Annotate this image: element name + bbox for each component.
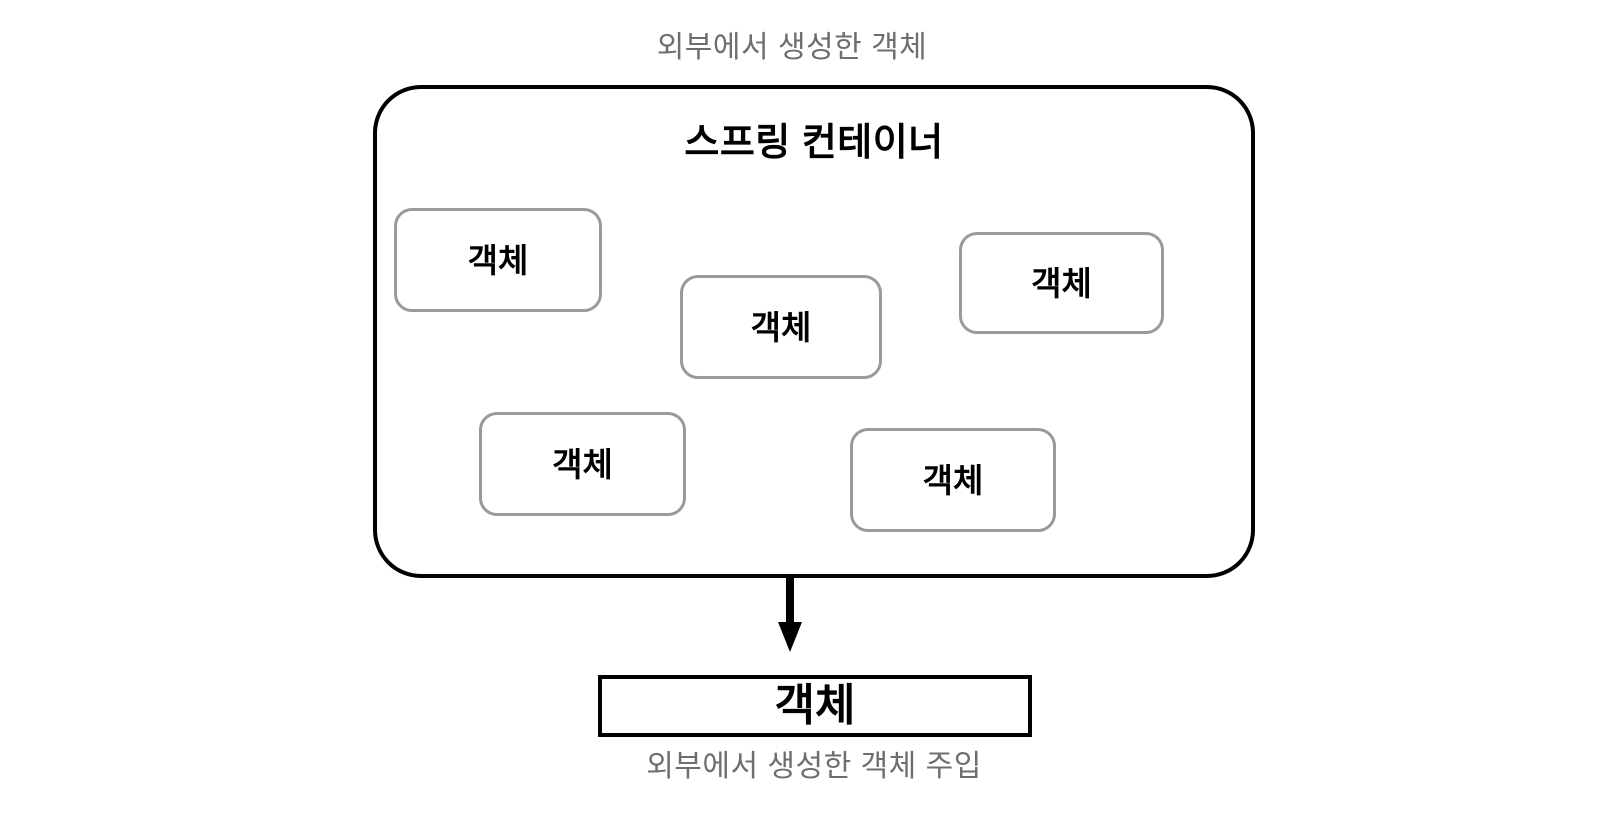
- down-arrow-icon: [778, 574, 802, 652]
- object-box: 객체: [394, 208, 602, 312]
- object-box-label: 객체: [922, 461, 984, 499]
- object-box: 객체: [959, 232, 1164, 334]
- object-box-label: 객체: [750, 308, 812, 346]
- object-box: 객체: [680, 275, 882, 379]
- object-box-label: 객체: [552, 445, 613, 483]
- bottom-caption: 외부에서 생성한 객체 주입: [646, 750, 982, 783]
- object-box-label: 객체: [467, 241, 529, 279]
- object-box: 객체: [850, 428, 1056, 532]
- external-object-box: 객체: [598, 675, 1032, 737]
- spring-container-box: 스프링 컨테이너 객체 객체 객체 객체 객체: [373, 85, 1255, 578]
- top-caption: 외부에서 생성한 객체: [656, 31, 928, 64]
- object-box-label: 객체: [1031, 264, 1092, 302]
- external-object-label: 객체: [774, 681, 856, 730]
- spring-container-title: 스프링 컨테이너: [684, 122, 944, 164]
- object-box: 객체: [479, 412, 686, 516]
